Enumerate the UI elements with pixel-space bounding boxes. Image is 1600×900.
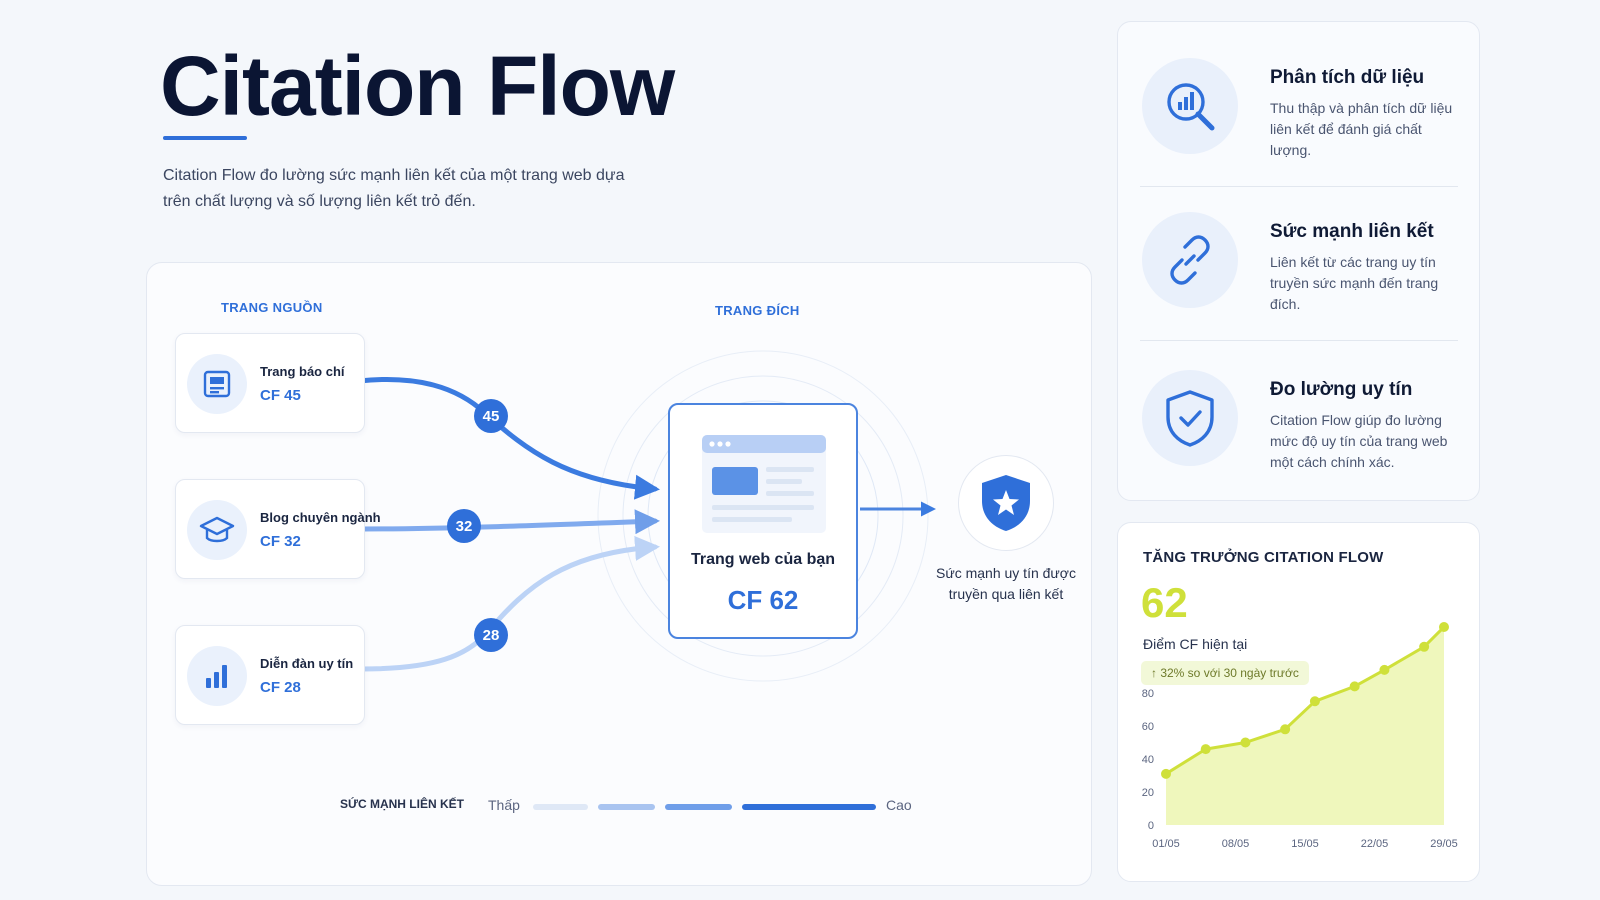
target-column-label: TRANG ĐÍCH (715, 303, 800, 318)
data-point (1280, 724, 1291, 735)
growth-badge: ↑ 32% so với 30 ngày trước (1141, 661, 1309, 685)
y-tick-label: 40 (1142, 754, 1154, 766)
flow-badge-2: 32 (447, 509, 481, 543)
flow-diagram-panel: 45 32 28 TRANG NGUỒN TRANG ĐÍCH Trang bá… (146, 262, 1092, 886)
growth-area-chart: 0 20 40 60 80 01/05 08/05 15/05 22/05 29/05 (1142, 622, 1458, 850)
newspaper-icon (187, 354, 247, 414)
data-point (1379, 664, 1390, 675)
data-point (1439, 622, 1449, 632)
growth-chart-panel: TĂNG TRƯỞNG CITATION FLOW 62 Điểm CF hiệ… (1117, 522, 1480, 882)
source-cf: CF 45 (260, 387, 301, 404)
flow-diagram: 45 32 28 (356, 350, 936, 682)
flow-badge-3: 28 (474, 618, 508, 652)
flow-badge-1-label: 45 (483, 408, 500, 425)
legend-title: SỨC MẠNH LIÊN KẾT (340, 797, 464, 811)
info-desc: Citation Flow giúp đo lường mức độ uy tí… (1270, 412, 1448, 470)
data-point (1309, 696, 1320, 707)
target-card[interactable]: Trang web của bạn CF 62 (668, 403, 858, 639)
source-column-label: TRANG NGUỒN (221, 300, 323, 315)
shield-check-icon (1142, 370, 1238, 466)
area-fill (1166, 627, 1444, 825)
source-card-press[interactable]: Trang báo chí CF 45 (175, 333, 365, 433)
legend-segment-4 (742, 804, 876, 810)
x-tick-label: 22/05 (1361, 838, 1389, 850)
data-point (1349, 681, 1360, 692)
info-item-data-analysis: Phân tích dữ liệu Thu thập và phân tích … (1118, 22, 1479, 172)
data-point (1240, 737, 1251, 748)
shield-star-icon (958, 455, 1054, 551)
flow-line-2 (358, 509, 660, 535)
flow-badge-2-label: 32 (456, 518, 473, 535)
info-desc: Liên kết từ các trang uy tín truyền sức … (1270, 254, 1439, 312)
info-title: Đo lường uy tín (1270, 379, 1413, 400)
info-item-authority: Đo lường uy tín Citation Flow giúp đo lư… (1118, 334, 1479, 484)
x-tick-label: 29/05 (1430, 838, 1458, 850)
info-divider (1140, 186, 1458, 187)
source-cf: CF 32 (260, 533, 301, 550)
bar-chart-icon (187, 646, 247, 706)
graduation-cap-icon (187, 500, 247, 560)
data-point (1161, 768, 1171, 779)
info-panel: Phân tích dữ liệu Thu thập và phân tích … (1117, 21, 1480, 501)
y-tick-label: 60 (1142, 721, 1154, 733)
page-intro: Citation Flow đo lường sức mạnh liên kết… (163, 167, 625, 210)
y-tick-label: 20 (1142, 787, 1154, 799)
source-name: Trang báo chí (260, 364, 345, 379)
info-title: Sức mạnh liên kết (1270, 221, 1434, 242)
info-desc: Thu thập và phân tích dữ liệu liên kết đ… (1270, 100, 1453, 158)
target-name: Trang web của bạn (690, 551, 836, 568)
info-divider (1140, 340, 1458, 341)
browser-window-icon (702, 435, 826, 533)
magnifier-chart-icon (1142, 58, 1238, 154)
source-cf: CF 28 (260, 679, 301, 696)
flow-line-1 (356, 376, 660, 500)
title-underline (163, 136, 247, 140)
x-tick-label: 08/05 (1222, 838, 1250, 850)
flow-badge-3-label: 28 (483, 627, 500, 644)
legend-high-label: Cao (886, 797, 912, 813)
source-name: Diễn đàn uy tín (260, 656, 354, 671)
data-point (1200, 744, 1211, 755)
source-name: Blog chuyên ngành (260, 510, 381, 525)
link-icon (1142, 212, 1238, 308)
flow-badge-1: 45 (474, 399, 508, 433)
result-caption: Sức mạnh uy tín được truyền qua liên kết (936, 565, 1076, 602)
page-title: Citation Flow (160, 39, 675, 133)
info-item-link-strength: Sức mạnh liên kết Liên kết từ các trang … (1118, 176, 1479, 326)
legend-segment-3 (665, 804, 732, 810)
legend-low-label: Thấp (488, 797, 520, 813)
halo-ring-mid (622, 375, 904, 657)
source-card-blog[interactable]: Blog chuyên ngành CF 32 (175, 479, 381, 579)
info-title: Phân tích dữ liệu (1270, 67, 1425, 88)
current-cf-label: Điểm CF hiện tại (1143, 636, 1248, 652)
y-tick-label: 80 (1142, 688, 1154, 700)
legend-segment-2 (598, 804, 655, 810)
x-tick-label: 15/05 (1291, 838, 1319, 850)
data-point (1419, 641, 1430, 652)
source-card-forum[interactable]: Diễn đàn uy tín CF 28 (175, 625, 365, 725)
current-cf-value: 62 (1141, 579, 1188, 626)
x-tick-label: 01/05 (1152, 838, 1180, 850)
legend-segment-1 (533, 804, 588, 810)
y-tick-label: 0 (1148, 820, 1154, 832)
target-cf: CF 62 (727, 585, 799, 615)
chart-title: TĂNG TRƯỞNG CITATION FLOW (1143, 549, 1384, 566)
flow-line-3 (358, 535, 660, 672)
